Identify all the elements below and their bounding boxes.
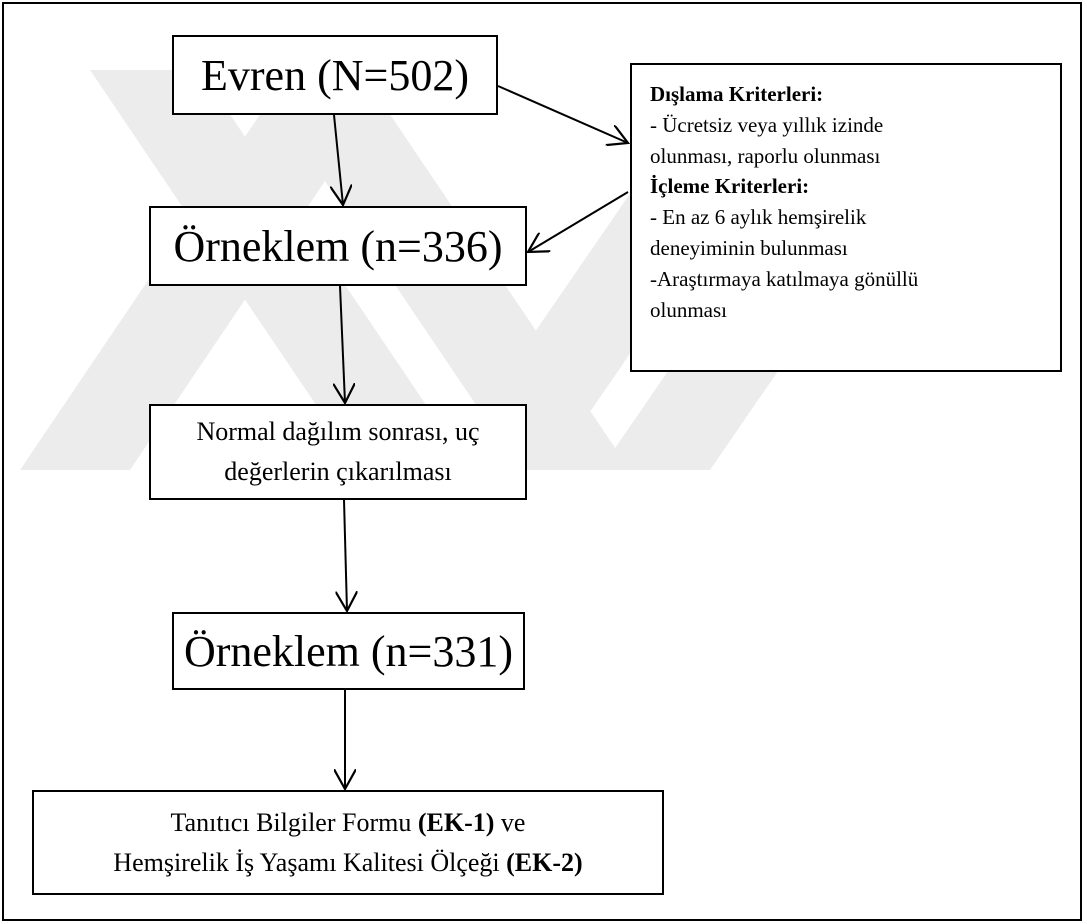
arrow-population-to-sample — [334, 114, 343, 205]
exclusion-title: Dışlama Kriterleri: — [650, 82, 824, 106]
final-sample-box: Örneklem (n=331) — [172, 612, 525, 690]
inclusion-line2: deneyiminin bulunması — [650, 235, 848, 260]
arrow-normal-to-sample-final — [344, 499, 347, 611]
inclusion-line3: -Araştırmaya katılmaya gönüllü — [650, 266, 919, 291]
initial-sample-label: Örneklem (n=336) — [173, 221, 503, 271]
normal-distribution-line2: değerlerin çıkarılması — [224, 457, 452, 486]
exclusion-line1: - Ücretsiz veya yıllık izinde — [650, 112, 884, 137]
initial-sample-box: Örneklem (n=336) — [149, 206, 527, 286]
forms-line2-text: Hemşirelik İş Yaşamı Kalitesi Ölçeği — [113, 847, 507, 877]
population-box: Evren (N=502) — [172, 35, 498, 115]
forms-line1-tail: ve — [494, 807, 526, 837]
normal-distribution-line1: Normal dağılım sonrası, uç — [196, 417, 480, 446]
forms-line1-text: Tanıtıcı Bilgiler Formu — [170, 807, 418, 837]
normal-distribution-box: Normal dağılım sonrası, uç değerlerin çı… — [149, 404, 527, 500]
final-sample-label: Örneklem (n=331) — [183, 626, 514, 676]
ek2-label: (EK-2) — [506, 847, 583, 877]
inclusion-line1: - En az 6 aylık hemşirelik — [650, 205, 867, 230]
arrow-population-to-criteria — [497, 85, 628, 143]
ek1-label: (EK-1) — [417, 807, 495, 837]
arrow-criteria-to-sample — [528, 191, 629, 252]
forms-line1: Tanıtıcı Bilgiler Formu (EK-1) ve — [113, 803, 582, 843]
arrow-sample-to-normal — [340, 285, 345, 403]
inclusion-line4: olunması — [650, 297, 727, 322]
population-label: Evren (N=502) — [201, 50, 469, 100]
forms-box: Tanıtıcı Bilgiler Formu (EK-1) ve Hemşir… — [32, 790, 664, 895]
exclusion-line2: olunması, raporlu olunması — [650, 143, 881, 168]
criteria-box: Dışlama Kriterleri: - Ücretsiz veya yıll… — [630, 63, 1062, 372]
inclusion-title: İçleme Kriterleri: — [650, 174, 810, 199]
forms-line2: Hemşirelik İş Yaşamı Kalitesi Ölçeği (EK… — [113, 843, 582, 883]
